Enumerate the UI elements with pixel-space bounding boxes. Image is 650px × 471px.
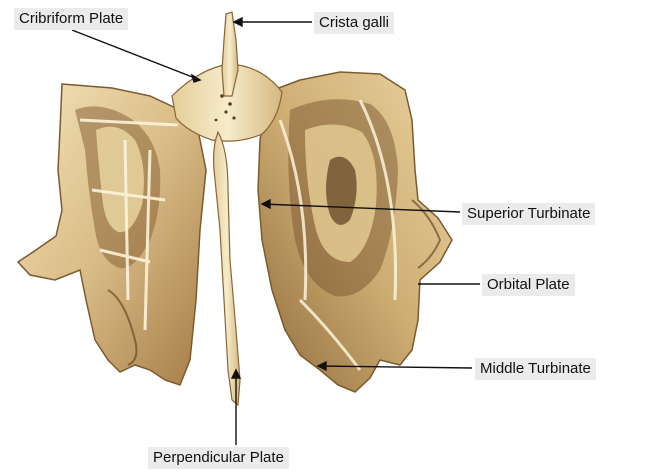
perpendicular-plate-label: Perpendicular Plate xyxy=(148,447,289,469)
perpendicular-plate-shape xyxy=(214,132,241,405)
right-lateral-mass xyxy=(258,72,452,392)
superior-turbinate-label: Superior Turbinate xyxy=(462,203,595,225)
cribriform-plate-label: Cribriform Plate xyxy=(14,8,128,30)
cribriform-leader xyxy=(72,30,200,80)
left-lateral-mass xyxy=(18,84,206,385)
middle-turbinate-label: Middle Turbinate xyxy=(475,358,596,380)
crista-leader-head xyxy=(234,18,242,26)
crista-galli-label: Crista galli xyxy=(314,12,394,34)
orbital-plate-label: Orbital Plate xyxy=(482,274,575,296)
